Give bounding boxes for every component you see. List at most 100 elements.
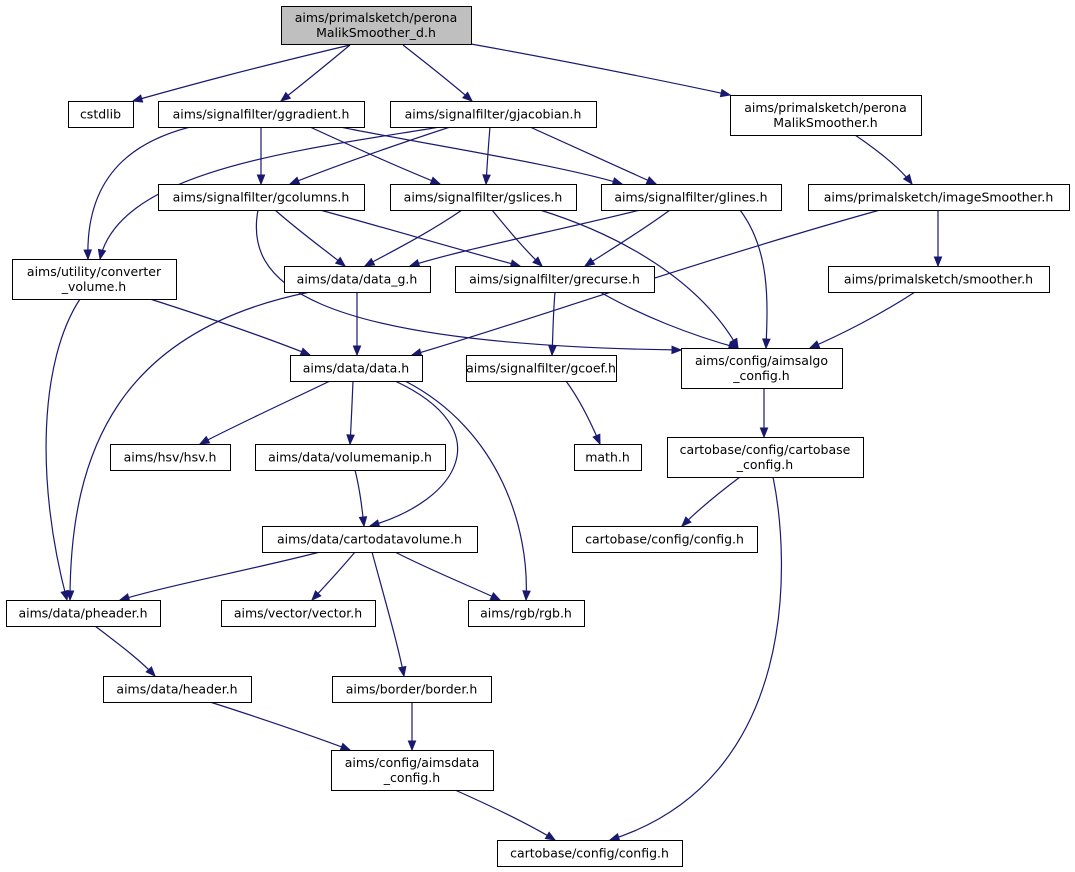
node-pheader[interactable]: aims/data/pheader.h bbox=[6, 600, 161, 627]
arrowhead bbox=[407, 740, 417, 752]
node-box bbox=[681, 348, 843, 389]
edge-aimsalgo-to-cartobase_cfg bbox=[759, 388, 769, 439]
arrowhead bbox=[368, 519, 381, 528]
arrowhead bbox=[681, 516, 692, 527]
edge-data_g-to-pheader bbox=[65, 291, 311, 602]
node-config_bot[interactable]: cartobase/config/config.h bbox=[497, 840, 683, 867]
edge-line bbox=[584, 209, 671, 267]
arrowhead bbox=[808, 340, 821, 349]
arrowhead bbox=[288, 176, 301, 185]
node-box bbox=[290, 355, 423, 382]
node-vector[interactable]: aims/vector/vector.h bbox=[221, 600, 376, 627]
node-aimsalgo[interactable]: aims/config/aimsalgo_config.h bbox=[681, 348, 843, 389]
node-grecurse[interactable]: aims/signalfilter/grecurse.h bbox=[455, 266, 655, 293]
node-imagesmoother[interactable]: aims/primalsketch/imageSmoother.h bbox=[808, 184, 1070, 211]
node-cartodatavolume[interactable]: aims/data/cartodatavolume.h bbox=[262, 526, 478, 553]
arrowhead bbox=[482, 174, 491, 186]
node-box bbox=[158, 184, 365, 211]
edge-gjacobian-to-gslices bbox=[482, 126, 491, 186]
edge-cartodatavolume-to-rgb bbox=[394, 551, 502, 601]
node-box bbox=[110, 444, 231, 471]
edge-grecurse-to-aimsalgo bbox=[599, 291, 740, 350]
edge-line bbox=[309, 126, 441, 185]
arrowhead bbox=[611, 177, 624, 186]
edge-aimsdata-to-config_bot bbox=[454, 789, 557, 841]
node-rgb[interactable]: aims/rgb/rgb.h bbox=[468, 600, 585, 627]
node-header[interactable]: aims/data/header.h bbox=[103, 676, 252, 703]
node-data[interactable]: aims/data/data.h bbox=[290, 355, 423, 382]
node-box bbox=[331, 750, 494, 791]
edge-line bbox=[681, 476, 741, 527]
edge-gcolumns-to-data_g bbox=[274, 209, 347, 267]
edge-root-to-cstdlib bbox=[131, 44, 351, 103]
node-box bbox=[468, 600, 585, 627]
edge-line bbox=[69, 291, 311, 601]
node-gcolumns[interactable]: aims/signalfilter/gcolumns.h bbox=[158, 184, 365, 211]
edge-glines-to-data_g bbox=[408, 209, 641, 268]
edge-line bbox=[454, 789, 556, 841]
edge-line bbox=[274, 209, 346, 267]
node-converter[interactable]: aims/utility/converter_volume.h bbox=[12, 259, 177, 300]
edge-cartodatavolume-to-border bbox=[371, 551, 407, 678]
arrowhead bbox=[462, 91, 474, 102]
edge-line bbox=[319, 209, 521, 267]
edge-line bbox=[539, 209, 739, 349]
node-box bbox=[574, 444, 642, 471]
node-label: aims/data/header.h bbox=[116, 682, 237, 697]
node-data_g[interactable]: aims/data/data_g.h bbox=[284, 266, 431, 293]
arrowhead bbox=[131, 94, 144, 103]
node-label: aims/signalfilter/gcolumns.h bbox=[173, 190, 350, 205]
node-gcoef[interactable]: aims/signalfilter/gcoef.h bbox=[466, 355, 617, 382]
arrowhead bbox=[352, 345, 362, 357]
node-box bbox=[332, 676, 492, 703]
node-label: aims/utility/converter bbox=[27, 264, 162, 279]
arrowhead bbox=[363, 257, 376, 267]
node-config_mid[interactable]: cartobase/config/config.h bbox=[572, 526, 758, 553]
node-box bbox=[455, 266, 655, 293]
node-volumemanip[interactable]: aims/data/volumemanip.h bbox=[255, 444, 446, 471]
node-label: aims/signalfilter/gcoef.h bbox=[466, 361, 616, 376]
edge-border-to-aimsdata bbox=[407, 702, 417, 752]
edges-layer bbox=[45, 43, 943, 842]
edge-gjacobian-to-gcolumns bbox=[288, 126, 451, 185]
arrowhead bbox=[145, 666, 156, 677]
node-ggradient[interactable]: aims/signalfilter/ggradient.h bbox=[158, 101, 365, 128]
arrowhead bbox=[429, 176, 442, 185]
node-box bbox=[262, 526, 478, 553]
node-box bbox=[12, 259, 177, 300]
edge-volumemanip-to-cartodatavolume bbox=[354, 469, 368, 528]
node-label: aims/signalfilter/gjacobian.h bbox=[405, 107, 582, 122]
arrowhead bbox=[583, 257, 596, 267]
node-label: _config.h bbox=[736, 457, 793, 472]
edge-line bbox=[94, 625, 156, 677]
node-glines[interactable]: aims/signalfilter/glines.h bbox=[601, 184, 782, 211]
node-aimsdata[interactable]: aims/config/aimsdata_config.h bbox=[331, 750, 494, 791]
node-gjacobian[interactable]: aims/signalfilter/gjacobian.h bbox=[390, 101, 597, 128]
node-label: aims/primalsketch/imageSmoother.h bbox=[824, 190, 1054, 205]
edge-gslices-to-grecurse bbox=[491, 209, 543, 267]
edge-line bbox=[99, 126, 441, 260]
edge-line bbox=[394, 551, 501, 601]
node-border[interactable]: aims/border/border.h bbox=[332, 676, 492, 703]
node-smoother[interactable]: aims/primalsketch/smoother.h bbox=[828, 266, 1050, 293]
arrowhead bbox=[719, 88, 732, 98]
node-label: cstdlib bbox=[80, 107, 121, 122]
edge-line bbox=[255, 209, 682, 351]
edge-line bbox=[609, 476, 783, 841]
node-cstdlib[interactable]: cstdlib bbox=[68, 101, 134, 128]
edge-line bbox=[369, 380, 459, 527]
node-math[interactable]: math.h bbox=[574, 444, 642, 471]
node-cartobase_cfg[interactable]: cartobase/config/cartobase_config.h bbox=[667, 437, 864, 478]
node-hsv[interactable]: aims/hsv/hsv.h bbox=[110, 444, 231, 471]
node-box bbox=[221, 600, 376, 627]
node-box bbox=[390, 184, 577, 211]
node-label: aims/hsv/hsv.h bbox=[124, 450, 217, 465]
node-gslices[interactable]: aims/signalfilter/gslices.h bbox=[390, 184, 577, 211]
arrowhead bbox=[645, 176, 658, 185]
arrowhead bbox=[299, 347, 312, 356]
edge-line bbox=[45, 298, 81, 601]
node-box bbox=[284, 266, 431, 293]
node-box bbox=[6, 600, 161, 627]
edge-root-to-pmsmoother bbox=[470, 43, 732, 98]
